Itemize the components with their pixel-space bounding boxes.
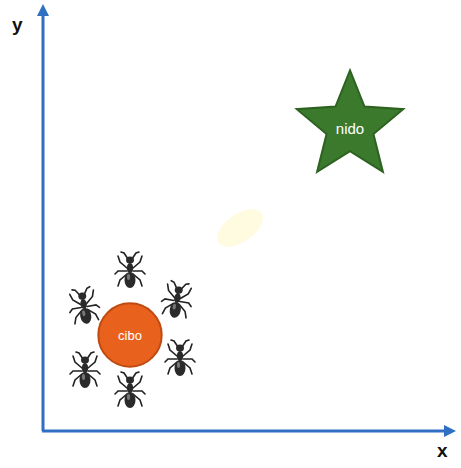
food-circle: cibo: [97, 302, 163, 368]
node-label: cibo: [118, 328, 142, 343]
node-label: nido: [336, 120, 364, 137]
y-arrowhead: [37, 4, 49, 16]
axis-label: y: [12, 14, 23, 36]
nest-star: nido: [294, 66, 406, 178]
axis-label: x: [437, 440, 448, 462]
ant: [66, 286, 102, 327]
ant: [115, 252, 145, 288]
x-axis: [42, 430, 446, 433]
ant: [159, 280, 195, 321]
ant: [115, 372, 145, 408]
ant: [70, 352, 100, 388]
x-arrowhead: [444, 425, 456, 437]
ant: [165, 340, 195, 376]
y-axis: [42, 14, 45, 431]
faint-glow: [211, 202, 270, 255]
